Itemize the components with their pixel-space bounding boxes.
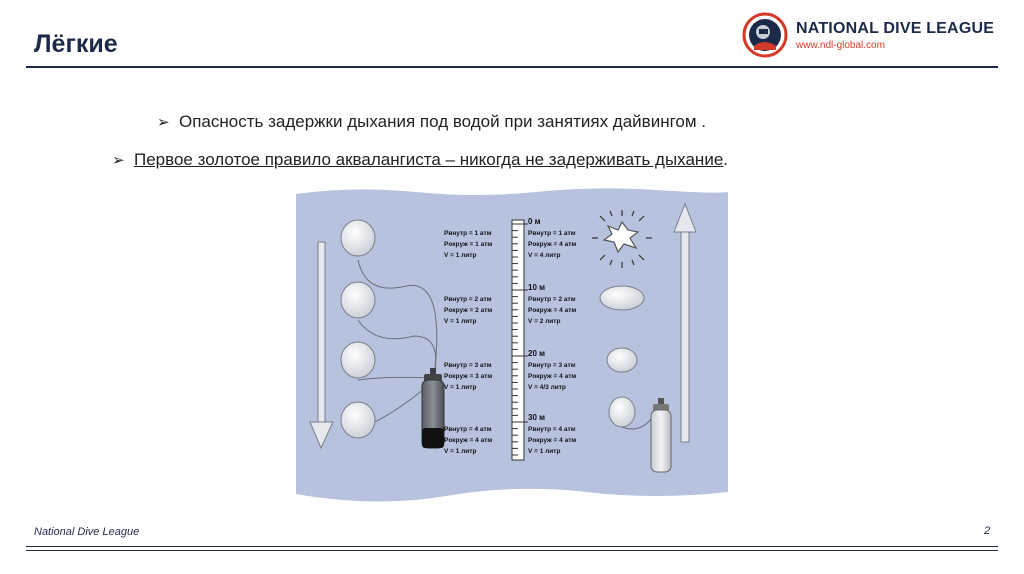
depth-label-30: 30 м xyxy=(528,413,545,422)
ascent-arrow-icon xyxy=(673,202,697,443)
left-pressure-labels: Pвнутр = 1 атм Pокруж = 1 атм V = 1 литр… xyxy=(444,230,492,455)
left-label-3-1: Pвнутр = 4 атм xyxy=(444,426,492,433)
bullet-arrow-icon: ➢ xyxy=(112,152,125,169)
left-balloons xyxy=(340,219,376,439)
left-label-1-2: Pокруж = 2 атм xyxy=(444,307,492,314)
right-label-1-2: Pокруж = 4 атм xyxy=(528,307,576,314)
left-label-3-2: Pокруж = 4 атм xyxy=(444,437,492,444)
balloon-right-20m xyxy=(606,347,638,373)
right-balloons xyxy=(592,210,652,428)
descent-arrow-icon xyxy=(309,241,334,450)
balloon-right-30m xyxy=(608,396,636,428)
balloon-left-30m xyxy=(340,401,376,439)
right-label-1-1: Pвнутр = 2 атм xyxy=(528,296,576,303)
left-label-2-1: Pвнутр = 3 атм xyxy=(444,362,492,369)
right-label-2-3: V = 4/3 литр xyxy=(528,384,566,391)
logo-name: NATIONAL DIVE LEAGUE xyxy=(796,19,995,37)
footer-divider xyxy=(26,546,998,547)
depth-label-10: 10 м xyxy=(528,283,545,292)
depth-gauge xyxy=(511,219,528,461)
right-label-2-2: Pокруж = 4 атм xyxy=(528,373,576,380)
left-label-0-2: Pокруж = 1 атм xyxy=(444,241,492,248)
balloon-left-10m xyxy=(340,281,376,319)
page-number: 2 xyxy=(984,525,991,537)
depth-label-0: 0 м xyxy=(528,217,541,226)
ndl-emblem-icon xyxy=(742,12,788,58)
right-label-3-3: V = 1 литр xyxy=(528,448,560,455)
bullet-item-1: ➢ Опасность задержки дыхания под водой пр… xyxy=(157,112,706,132)
right-label-2-1: Pвнутр = 3 атм xyxy=(528,362,576,369)
left-label-2-2: Pокруж = 3 атм xyxy=(444,373,492,380)
left-cylinder-icon xyxy=(421,368,445,449)
slide-title: Лёгкие xyxy=(34,30,118,58)
bullet-item-2: ➢ Первое золотое правило аквалангиста – н… xyxy=(112,150,728,170)
right-label-0-1: Pвнутр = 1 атм xyxy=(528,230,576,237)
right-label-0-3: V = 4 литр xyxy=(528,252,560,259)
logo-url: www.ndl-global.com xyxy=(796,39,885,51)
bullet-text-2: Первое золотое правило аквалангиста – ни… xyxy=(134,150,724,169)
left-label-0-3: V = 1 литр xyxy=(444,252,476,259)
footer-text: National Dive League xyxy=(34,526,140,538)
depth-labels: 0 м 10 м 20 м 30 м xyxy=(528,217,545,422)
depth-label-20: 20 м xyxy=(528,349,545,358)
left-label-0-1: Pвнутр = 1 атм xyxy=(444,230,492,237)
left-label-2-3: V = 1 литр xyxy=(444,384,476,391)
right-pressure-labels: Pвнутр = 1 атм Pокруж = 4 атм V = 4 литр… xyxy=(528,230,576,455)
bullet-text-2-suffix: . xyxy=(723,150,729,169)
left-label-1-1: Pвнутр = 2 атм xyxy=(444,296,492,303)
diving-pressure-diagram: 0 м 10 м 20 м 30 м Pвнутр = 1 атм Pокруж… xyxy=(296,188,728,502)
right-label-0-2: Pокруж = 4 атм xyxy=(528,241,576,248)
right-label-3-2: Pокруж = 4 атм xyxy=(528,437,576,444)
footer-divider-2 xyxy=(26,550,998,551)
left-label-3-3: V = 1 литр xyxy=(444,448,476,455)
right-label-1-3: V = 2 литр xyxy=(528,318,560,325)
bullet-text-1: Опасность задержки дыхания под водой при… xyxy=(179,112,706,131)
right-cylinder-icon xyxy=(650,398,672,473)
right-label-3-1: Pвнутр = 4 атм xyxy=(528,426,576,433)
balloon-left-20m xyxy=(340,341,376,379)
balloon-right-10m xyxy=(599,285,645,311)
ndl-logo: NATIONAL DIVE LEAGUE www.ndl-global.com xyxy=(742,12,994,58)
bullet-arrow-icon: ➢ xyxy=(157,114,170,131)
balloon-left-0m xyxy=(340,219,376,257)
left-label-1-3: V = 1 литр xyxy=(444,318,476,325)
header-divider xyxy=(26,66,998,68)
burst-balloon-icon xyxy=(592,210,652,268)
